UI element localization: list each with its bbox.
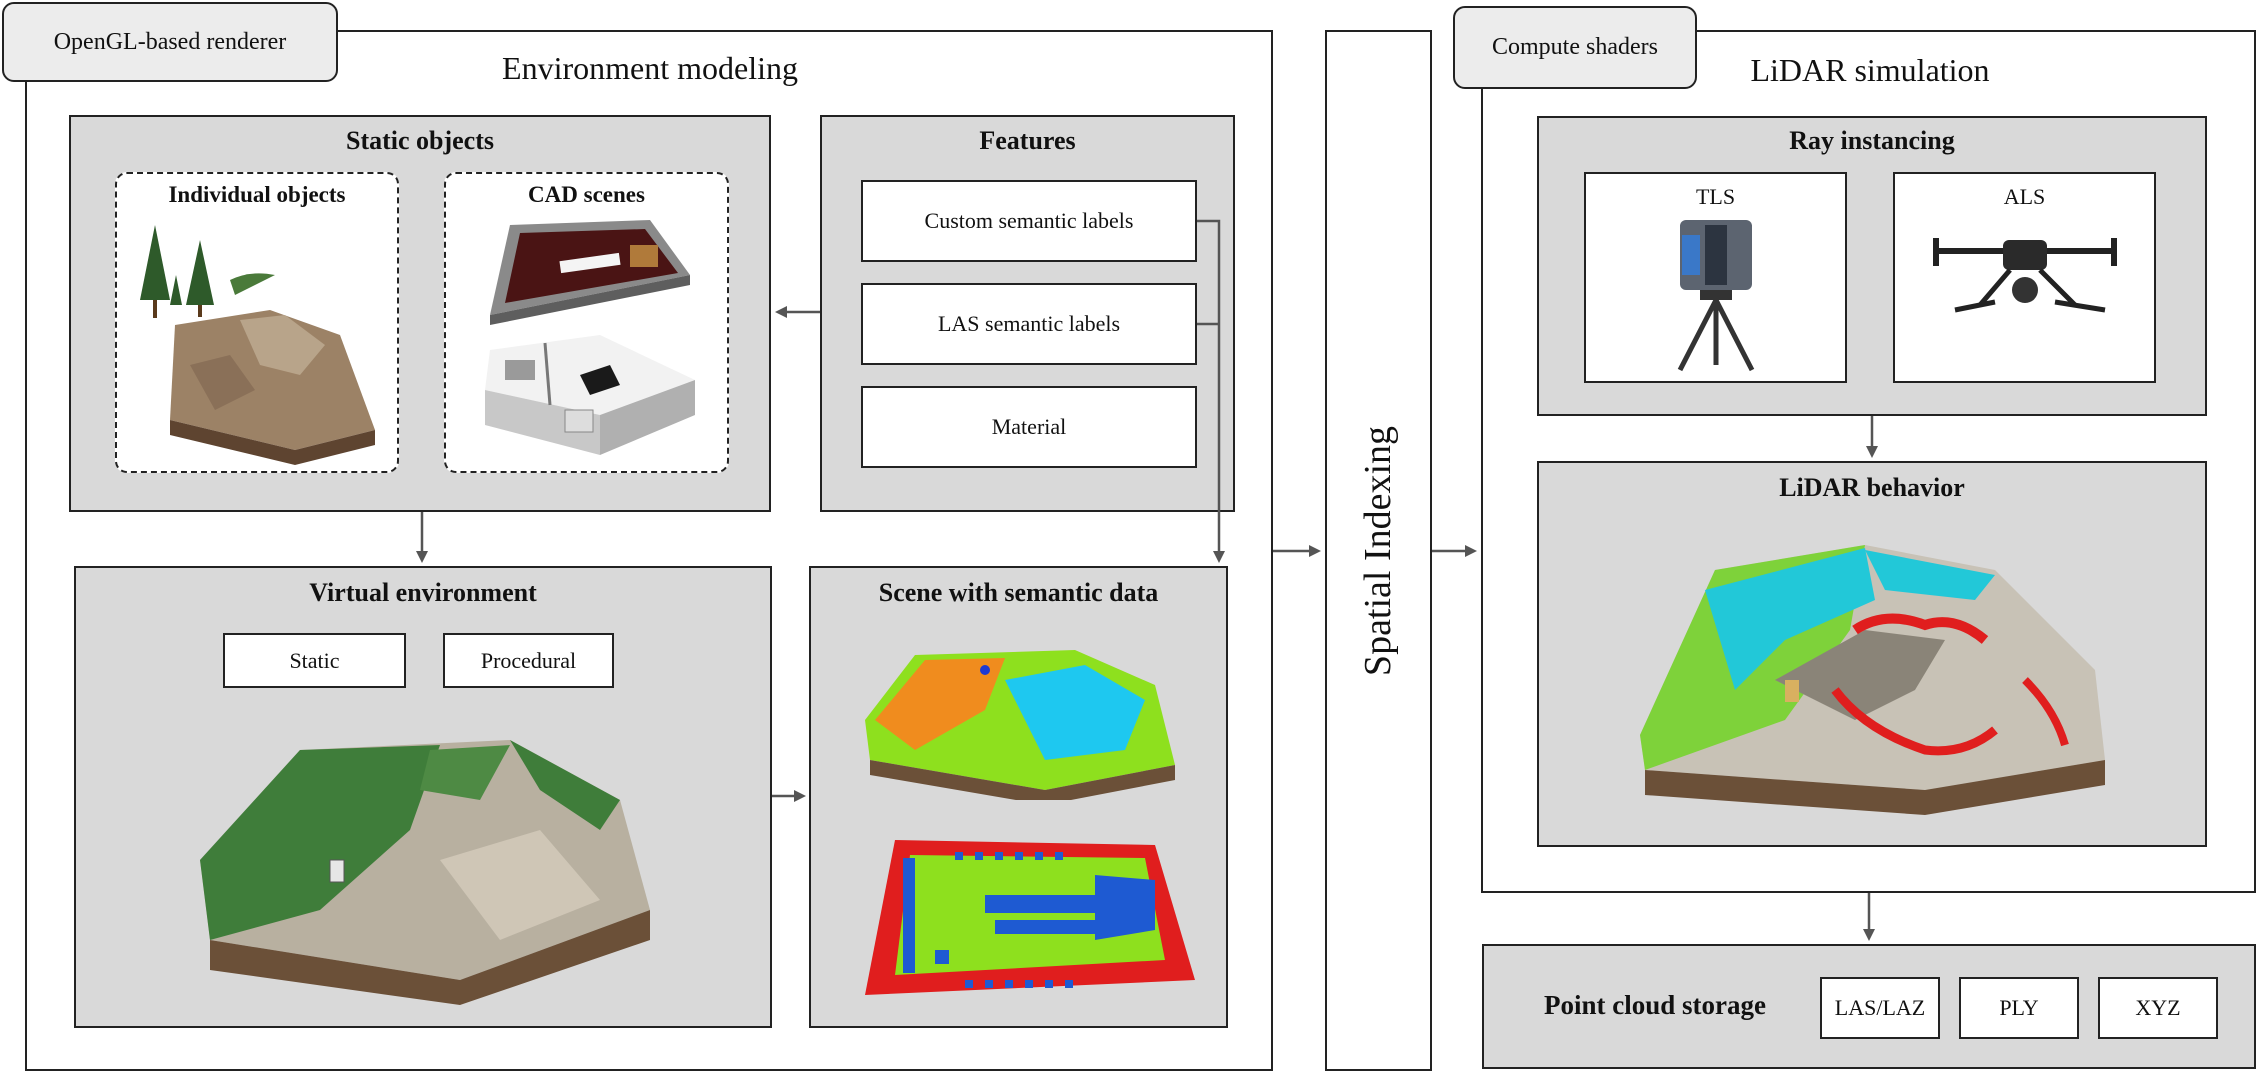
individual-objects-illustration: [140, 225, 375, 465]
xyz-format-box: XYZ: [2098, 977, 2218, 1039]
office-model-icon: [485, 335, 695, 455]
ray-instancing-title: Ray instancing: [1789, 126, 1955, 155]
virtual-environment-title: Virtual environment: [309, 578, 537, 607]
environment-modeling-title: Environment modeling: [502, 50, 798, 86]
ply-format-box: PLY: [1959, 977, 2079, 1039]
compute-shaders-tab: Compute shaders: [1453, 6, 1697, 89]
als-drone-icon: [1933, 238, 2117, 313]
spatial-indexing-label: Spatial Indexing: [1357, 425, 1400, 676]
als-label: ALS: [2003, 184, 2046, 209]
custom-semantic-labels-box: Custom semantic labels: [861, 180, 1197, 262]
static-option-box: Static: [223, 633, 406, 688]
cad-scenes-illustration: [485, 220, 695, 455]
semantic-scene-title: Scene with semantic data: [878, 578, 1159, 607]
pine-tree-icon: [140, 225, 275, 318]
procedural-option-box: Procedural: [443, 633, 614, 688]
point-cloud-storage-title: Point cloud storage: [1544, 990, 1766, 1020]
tls-label: TLS: [1695, 184, 1736, 209]
cad-scenes-label: CAD scenes: [528, 182, 645, 207]
material-box: Material: [861, 386, 1197, 468]
lidar-point-cloud-illustration: [1640, 545, 2105, 815]
conference-room-model-icon: [490, 220, 690, 325]
individual-objects-label: Individual objects: [168, 182, 346, 207]
lidar-behavior-title: LiDAR behavior: [1779, 473, 1965, 502]
static-objects-title: Static objects: [345, 126, 494, 155]
virtual-environment-terrain: [200, 740, 650, 1005]
las-laz-format-box: LAS/LAZ: [1820, 977, 1940, 1039]
semantic-terrain-illustration: [865, 650, 1175, 800]
features-title: Features: [979, 126, 1076, 155]
spatial-indexing-box: Spatial Indexing: [1325, 30, 1432, 1071]
las-semantic-labels-box: LAS semantic labels: [861, 283, 1197, 365]
opengl-renderer-tab: OpenGL-based renderer: [2, 2, 338, 82]
lidar-simulation-title: LiDAR simulation: [1750, 52, 1990, 88]
tls-scanner-icon: [1677, 220, 1755, 372]
terrain-block-icon: [170, 310, 375, 465]
semantic-cad-illustration: [865, 840, 1195, 995]
